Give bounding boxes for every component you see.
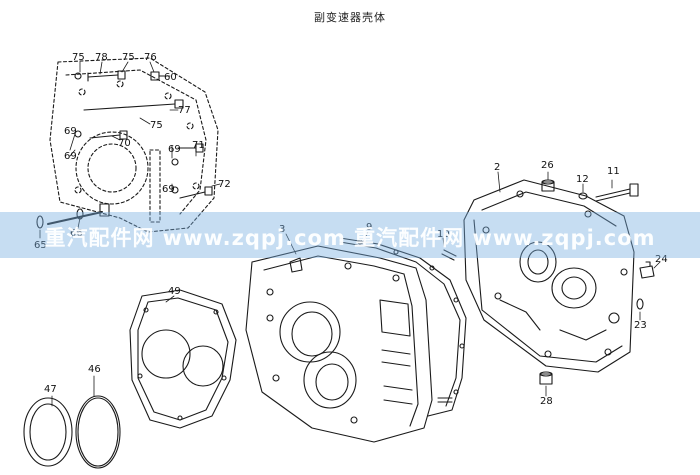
label-28: 28: [540, 396, 553, 407]
sensor-24: [639, 261, 655, 279]
cover-bolts: [36, 70, 213, 229]
label-76: 76: [144, 52, 157, 63]
label-3: 3: [279, 224, 285, 235]
label-75-top-b: 75: [122, 52, 135, 63]
label-75-top-a: 75: [72, 52, 85, 63]
label-65: 65: [34, 240, 47, 251]
label-23: 23: [634, 320, 647, 331]
gasket-9: [339, 237, 467, 417]
label-60: 60: [164, 72, 177, 83]
housing-3: [245, 245, 433, 443]
oring-23: [636, 298, 644, 310]
label-12: 12: [576, 174, 589, 185]
label-70: 70: [118, 138, 131, 149]
label-10: 10: [437, 229, 450, 240]
label-26: 26: [541, 160, 554, 171]
plug-28: [539, 371, 553, 385]
label-75-mid: 75: [150, 120, 163, 131]
leaders-upper-left: [39, 61, 221, 239]
label-11: 11: [607, 166, 620, 177]
label-2: 2: [494, 162, 500, 173]
dowel-pin-10: [437, 249, 457, 403]
diagram-title: 副变速器壳体: [314, 11, 386, 24]
label-24: 24: [655, 254, 668, 265]
washer-12: [578, 192, 588, 200]
seal-rings: [23, 375, 121, 469]
label-69-d: 69: [162, 184, 175, 195]
part-labels: 75 78 75 76 60 77 75 70 69 69 69 71 69 7…: [34, 52, 668, 407]
label-69-a: 69: [64, 126, 77, 137]
label-9: 9: [366, 222, 372, 233]
label-69-c: 69: [168, 144, 181, 155]
label-72: 72: [218, 179, 231, 190]
label-69-b: 69: [64, 151, 77, 162]
label-47: 47: [44, 384, 57, 395]
gasket-49: [129, 289, 237, 429]
label-71: 71: [192, 140, 205, 151]
watermark-text: 重汽配件网 www.zqpj.com 重汽配件网 www.zqpj.com: [44, 226, 656, 250]
label-49: 49: [168, 286, 181, 297]
label-46: 46: [88, 364, 101, 375]
bolt-11: [595, 183, 639, 202]
watermark-band: [0, 212, 700, 258]
leaders-right: [165, 171, 661, 397]
label-77: 77: [178, 105, 191, 116]
housing-2: [463, 179, 635, 373]
label-78: 78: [95, 52, 108, 63]
label-66: 66: [70, 228, 83, 239]
